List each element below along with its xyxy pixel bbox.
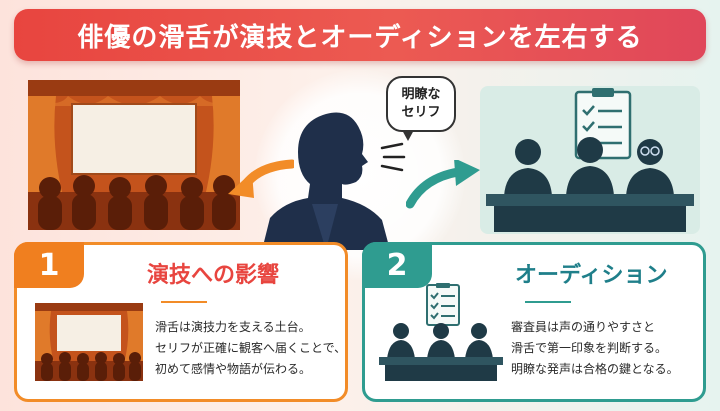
panel-title: オーディション [515, 263, 668, 288]
theater-stage-icon [28, 80, 240, 230]
panel-number-badge: 2 [362, 242, 432, 288]
judges-panel-icon [379, 283, 503, 381]
panel-body-line: セリフが正確に観客へ届くことで、 [155, 341, 347, 355]
panel-body: 審査員は声の通りやすさと 滑舌で第一印象を判断する。 明瞭な発声は合格の鍵となる… [511, 317, 679, 380]
title-underline [161, 301, 207, 303]
clipboard-checklist-icon [574, 88, 632, 160]
panel-audition: 2 オーディション 審査員は声の通りやすさと 滑舌で第一印象を判断する。 明瞭な… [362, 242, 706, 402]
panel-body-line: 滑舌は演技力を支える土台。 [155, 320, 311, 334]
panel-title: 演技への影響 [147, 263, 280, 288]
panel-body-line: 明瞭な発声は合格の鍵となる。 [511, 362, 679, 376]
panel-body: 滑舌は演技力を支える土台。 セリフが正確に観客へ届くことで、 初めて感情や物語が… [155, 317, 346, 380]
arrow-left-icon [228, 159, 294, 198]
panel-number-badge: 1 [14, 242, 84, 288]
theater-stage-icon [35, 303, 143, 381]
title-underline [525, 301, 571, 303]
page-title: 俳優の滑舌が演技とオーディションを左右する [77, 22, 643, 53]
voice-lines-icon [380, 142, 406, 172]
speech-bubble-line2: セリフ [401, 105, 441, 120]
title-banner: 俳優の滑舌が演技とオーディションを左右する [14, 9, 706, 61]
clipboard-checklist-icon [426, 283, 460, 326]
speech-bubble: 明瞭な セリフ [386, 76, 456, 141]
panel-acting-impact: 1 演技への影響 滑舌は演技力を支える土台。 セリフが正確に観客へ届くことで、 … [14, 242, 348, 402]
panel-body-line: 審査員は声の通りやすさと [511, 320, 656, 334]
actor-silhouette-icon [262, 112, 390, 250]
judges-panel-icon [480, 86, 700, 234]
panel-body-line: 初めて感情や物語が伝わる。 [155, 362, 312, 376]
arrow-right-icon [406, 160, 480, 209]
speech-bubble-line1: 明瞭な [401, 87, 441, 102]
panel-body-line: 滑舌で第一印象を判断する。 [511, 341, 668, 355]
